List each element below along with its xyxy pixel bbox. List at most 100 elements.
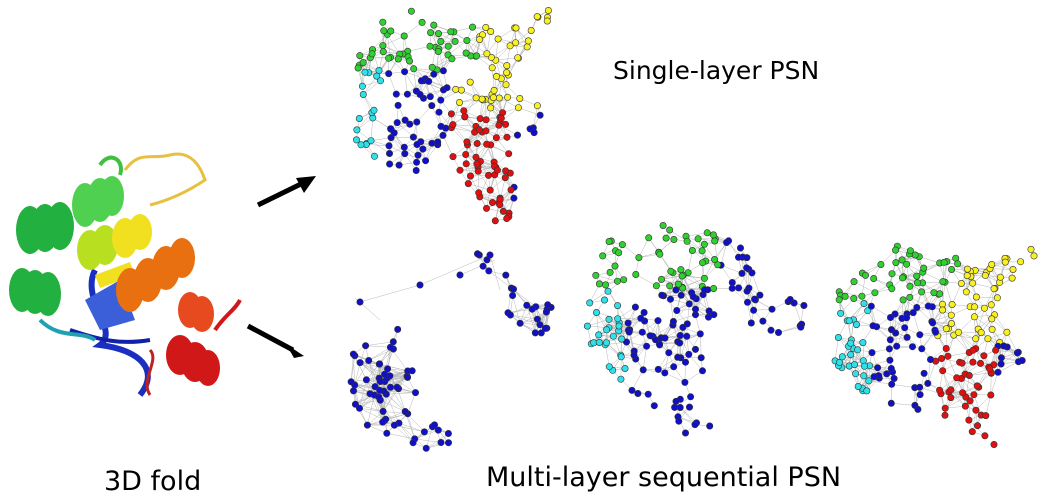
network-edge — [417, 144, 438, 156]
network-node — [401, 68, 409, 76]
network-node — [932, 328, 940, 336]
network-node — [673, 306, 681, 314]
network-edge — [644, 320, 662, 338]
network-node — [962, 288, 970, 296]
network-edge — [512, 295, 521, 324]
network-node — [506, 42, 514, 50]
network-node — [639, 366, 647, 374]
network-node — [605, 363, 613, 371]
network-node — [973, 382, 981, 390]
network-node — [443, 84, 451, 92]
network-node — [602, 339, 610, 347]
network-edge — [958, 332, 976, 349]
network-node — [613, 277, 621, 285]
network-node — [503, 62, 511, 70]
network-edge — [363, 80, 381, 95]
network-edge — [919, 373, 925, 395]
network-node — [656, 250, 664, 258]
network-edge — [420, 89, 444, 95]
network-node — [495, 121, 503, 129]
network-node — [434, 30, 442, 38]
network-node — [920, 369, 928, 377]
network-node — [743, 264, 751, 272]
network-node — [847, 339, 855, 347]
network-edge — [688, 354, 703, 371]
network-node — [858, 292, 866, 300]
network-node — [908, 343, 916, 351]
network-edge — [720, 264, 743, 274]
network-node — [659, 222, 667, 230]
network-node — [835, 358, 843, 366]
network-node — [988, 315, 996, 323]
network-edge — [891, 403, 915, 406]
network-node — [394, 101, 402, 109]
network-edge — [793, 302, 802, 325]
network-node — [963, 265, 971, 273]
network-edge — [889, 346, 913, 350]
network-node — [466, 78, 474, 86]
network-edge — [947, 352, 970, 357]
network-node — [523, 43, 531, 51]
network-node — [852, 370, 860, 378]
network-edge — [387, 34, 400, 55]
network-edge — [991, 264, 1014, 270]
network-node — [492, 72, 500, 80]
network-node — [678, 272, 686, 280]
network-edge — [689, 303, 710, 312]
network-node — [767, 326, 775, 334]
network-edge — [599, 338, 622, 343]
network-node — [473, 140, 481, 148]
network-node — [385, 150, 393, 158]
network-node — [674, 353, 682, 361]
network-node — [850, 361, 858, 369]
network-node — [683, 332, 691, 340]
network-node — [738, 269, 746, 277]
network-edge — [958, 332, 970, 353]
network-edge — [687, 250, 693, 273]
network-node — [401, 116, 409, 124]
network-node — [352, 136, 360, 144]
network-node — [625, 328, 633, 336]
network-node — [994, 368, 1002, 376]
network-node — [939, 278, 947, 286]
network-node — [992, 346, 1000, 354]
network-node — [478, 95, 486, 103]
network-edge — [855, 349, 858, 374]
network-node — [615, 322, 623, 330]
network-node — [371, 383, 379, 391]
network-node — [714, 261, 722, 269]
network-edge — [386, 433, 415, 440]
network-node — [1018, 356, 1026, 364]
network-node — [666, 295, 674, 303]
network-edge — [871, 305, 891, 318]
network-node — [936, 290, 944, 298]
network-node — [870, 274, 878, 282]
network-edge — [1006, 332, 1018, 354]
multi-layer-psn-label: Multi-layer sequential PSN — [486, 462, 842, 493]
network-node — [401, 150, 409, 158]
network-edge — [932, 306, 936, 331]
network-node — [656, 341, 664, 349]
network-edge — [638, 237, 649, 258]
network-node — [723, 239, 731, 247]
network-node — [705, 307, 713, 315]
network-node — [888, 380, 896, 388]
network-node — [696, 330, 704, 338]
network-node — [947, 319, 955, 327]
network-node — [362, 342, 370, 350]
network-node — [361, 68, 369, 76]
network-node — [355, 115, 363, 123]
network-edge — [368, 347, 391, 361]
network-node — [906, 282, 914, 290]
network-node — [387, 125, 395, 133]
network-node — [356, 298, 364, 306]
network-node — [681, 429, 689, 437]
network-node — [370, 152, 378, 160]
network-node — [523, 301, 531, 309]
network-edge — [452, 124, 476, 127]
network-node — [490, 86, 498, 94]
network-node — [386, 160, 394, 168]
network-node — [357, 141, 365, 149]
network-node — [838, 353, 846, 361]
